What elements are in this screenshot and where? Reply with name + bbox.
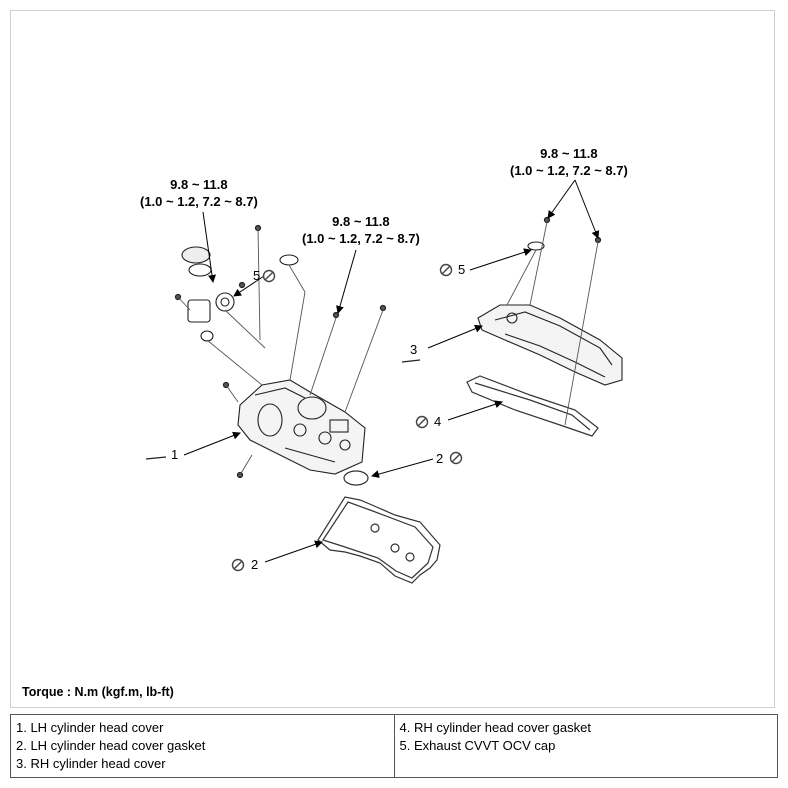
do-not-reuse-icon: [449, 451, 463, 465]
callout-3: 3: [410, 342, 418, 357]
rh-cylinder-head-cover-gasket: [466, 375, 599, 437]
callout-leaders: [183, 248, 532, 563]
exploded-view-diagram: [145, 179, 623, 584]
callout-1: 1: [171, 447, 179, 462]
legend-item: 5. Exhaust CVVT OCV cap: [399, 738, 556, 753]
callout-2-lower: 2: [251, 557, 259, 572]
torque-spec-center: 9.8 ~ 11.8 (1.0 ~ 1.2, 7.2 ~ 8.7): [302, 213, 420, 247]
torque-spec-right: 9.8 ~ 11.8 (1.0 ~ 1.2, 7.2 ~ 8.7): [510, 145, 628, 179]
callout-5-right: 5: [458, 262, 466, 277]
legend-item: 4. RH cylinder head cover gasket: [399, 720, 591, 735]
exhaust-cvvt-ocv-cap: [215, 241, 545, 312]
callout-2-upper: 2: [436, 451, 444, 466]
do-not-reuse-icon: [231, 558, 245, 572]
torque-spec-left: 9.8 ~ 11.8 (1.0 ~ 1.2, 7.2 ~ 8.7): [140, 176, 258, 210]
legend-column-left: 1. LH cylinder head cover 2. LH cylinder…: [10, 714, 395, 778]
torque-spec-alt-units: (1.0 ~ 1.2, 7.2 ~ 8.7): [302, 231, 420, 246]
do-not-reuse-icon: [262, 269, 276, 283]
legend-column-right: 4. RH cylinder head cover gasket 5. Exha…: [393, 714, 778, 778]
callout-5-left: 5: [253, 268, 261, 283]
lh-cylinder-head-cover-gasket: [317, 496, 441, 584]
do-not-reuse-icon: [439, 263, 453, 277]
legend-item: 3. RH cylinder head cover: [16, 756, 166, 771]
oil-filler-cap: [181, 246, 214, 342]
rh-cylinder-head-cover: [477, 304, 623, 386]
torque-spec-value: 9.8 ~ 11.8: [540, 146, 598, 161]
ocv-gasket: [343, 470, 369, 486]
lh-cylinder-head-cover: [237, 379, 366, 475]
parts-legend-table: 1. LH cylinder head cover 2. LH cylinder…: [10, 714, 778, 778]
torque-spec-alt-units: (1.0 ~ 1.2, 7.2 ~ 8.7): [510, 163, 628, 178]
callout-4: 4: [434, 414, 442, 429]
legend-item: 1. LH cylinder head cover: [16, 720, 164, 735]
legend-item: 2. LH cylinder head cover gasket: [16, 738, 206, 753]
do-not-reuse-icon: [415, 415, 429, 429]
torque-spec-value: 9.8 ~ 11.8: [332, 214, 390, 229]
torque-unit-note: Torque : N.m (kgf.m, lb-ft): [22, 685, 174, 699]
diagram-frame: [10, 10, 775, 708]
torque-spec-alt-units: (1.0 ~ 1.2, 7.2 ~ 8.7): [140, 194, 258, 209]
torque-spec-value: 9.8 ~ 11.8: [170, 177, 228, 192]
assembly-guide-lines: [177, 221, 599, 476]
torque-leaders: [202, 179, 600, 314]
